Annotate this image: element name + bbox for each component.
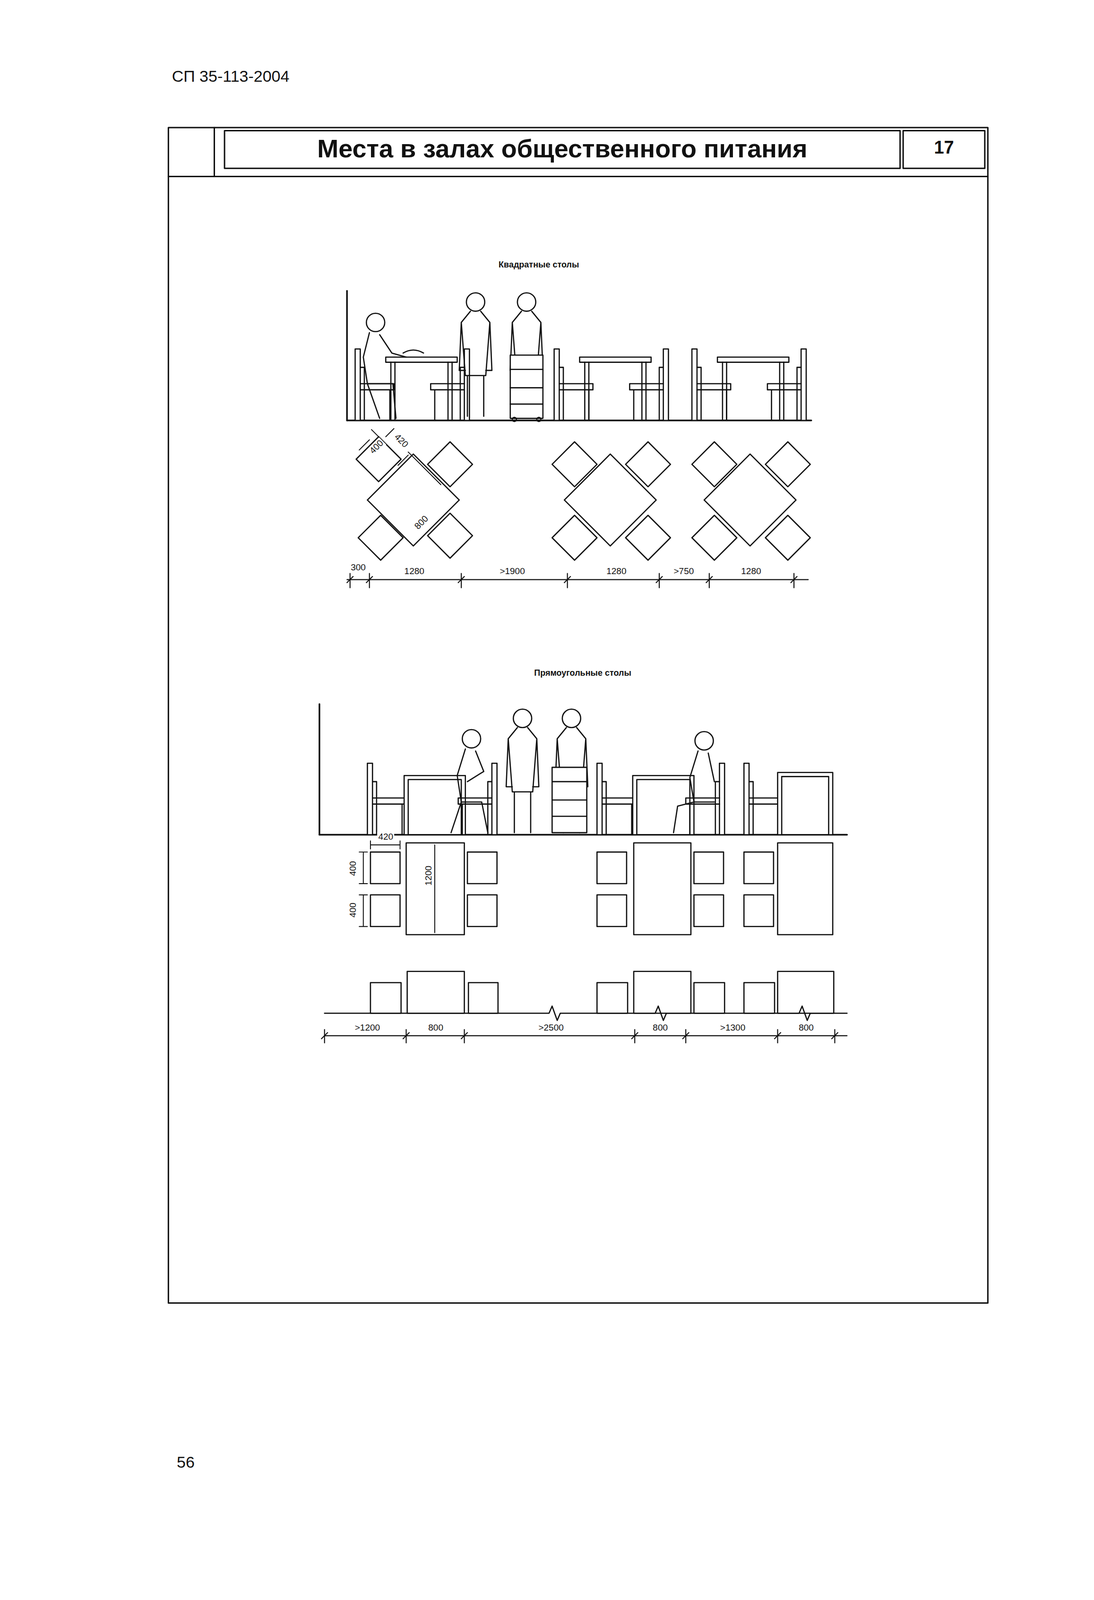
dimension: >750 bbox=[672, 566, 695, 577]
dimension: 300 bbox=[349, 562, 367, 573]
rectangular-tables-elevation bbox=[319, 704, 847, 835]
dimension: 800 bbox=[412, 513, 431, 533]
dimension: 800 bbox=[651, 1022, 669, 1033]
sheet-number: 17 bbox=[932, 137, 955, 158]
section-strip bbox=[324, 971, 848, 1021]
dimension: >2500 bbox=[537, 1022, 565, 1033]
dimension: 1280 bbox=[740, 566, 762, 577]
page-number: 56 bbox=[175, 1453, 196, 1472]
rectangular-tables-plan bbox=[359, 840, 833, 935]
dimension: 1200 bbox=[423, 864, 434, 887]
page-frame bbox=[168, 127, 988, 1304]
section-heading: Прямоугольные столы bbox=[533, 668, 633, 679]
dimension: 420 bbox=[391, 431, 411, 451]
square-tables-plan bbox=[356, 428, 811, 561]
dimension-line bbox=[321, 1029, 847, 1043]
section-heading: Квадратные столы bbox=[497, 260, 580, 271]
dimension: 400 bbox=[367, 437, 387, 457]
document-code: СП 35-113-2004 bbox=[171, 67, 291, 86]
dimension: 420 bbox=[377, 831, 395, 842]
dimension: >1200 bbox=[353, 1022, 381, 1033]
dimension: 1280 bbox=[403, 566, 426, 577]
dimension: >1900 bbox=[498, 566, 526, 577]
dimension: 400 bbox=[348, 901, 359, 919]
dimension: 1280 bbox=[605, 566, 628, 577]
dimension: 800 bbox=[797, 1022, 815, 1033]
dimension: 800 bbox=[427, 1022, 445, 1033]
dimension: 400 bbox=[348, 860, 359, 878]
square-tables-elevation bbox=[346, 290, 812, 422]
sheet-title: Места в залах общественного питания bbox=[316, 135, 809, 164]
dimension: >1300 bbox=[719, 1022, 747, 1033]
